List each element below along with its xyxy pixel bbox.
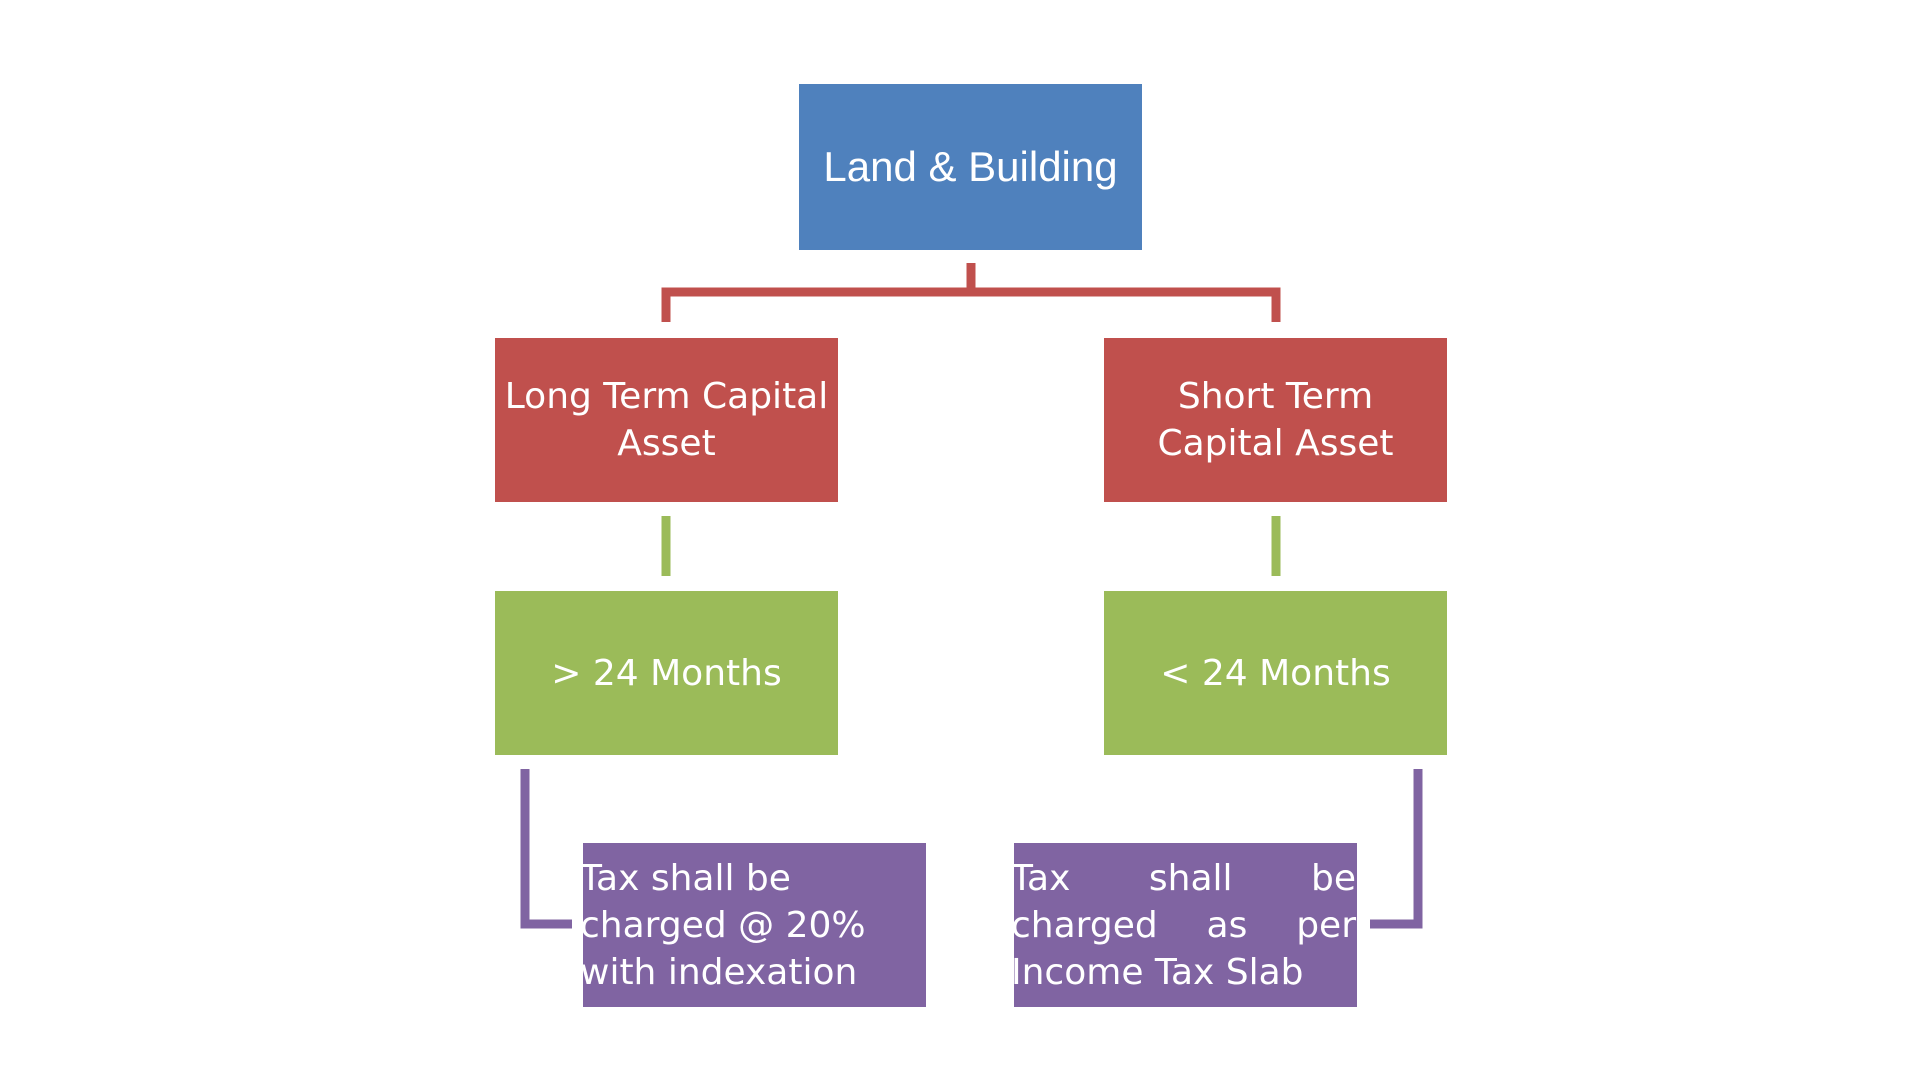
short-term-capital-asset-label: Short Term Capital Asset	[1157, 376, 1394, 464]
long-term-capital-asset-label: Long Term Capital Asset	[504, 376, 829, 464]
short-term-tax-node: Tax shall be charged as per Income Tax S…	[1014, 843, 1357, 1007]
long-period-to-tax-connector	[520, 769, 572, 929]
short-term-capital-asset-node: Short Term Capital Asset	[1104, 338, 1447, 502]
less-than-24-months-label: < 24 Months	[1160, 652, 1391, 694]
root-to-assets-connector	[661, 263, 1281, 322]
more-than-24-months-label: > 24 Months	[551, 652, 782, 694]
long-term-capital-asset-node: Long Term Capital Asset	[495, 338, 838, 502]
short-term-tax-label: Tax shall be charged as per Income Tax S…	[1014, 857, 1356, 993]
land-building-label: Land & Building	[823, 143, 1118, 190]
land-building-node: Land & Building	[799, 84, 1142, 250]
long-term-tax-label: Tax shall be charged @ 20% with indexati…	[583, 857, 866, 993]
short-period-to-tax-connector	[1370, 769, 1423, 929]
more-than-24-months-node: > 24 Months	[495, 591, 838, 755]
long-term-tax-node: Tax shall be charged @ 20% with indexati…	[583, 843, 926, 1007]
less-than-24-months-node: < 24 Months	[1104, 591, 1447, 755]
